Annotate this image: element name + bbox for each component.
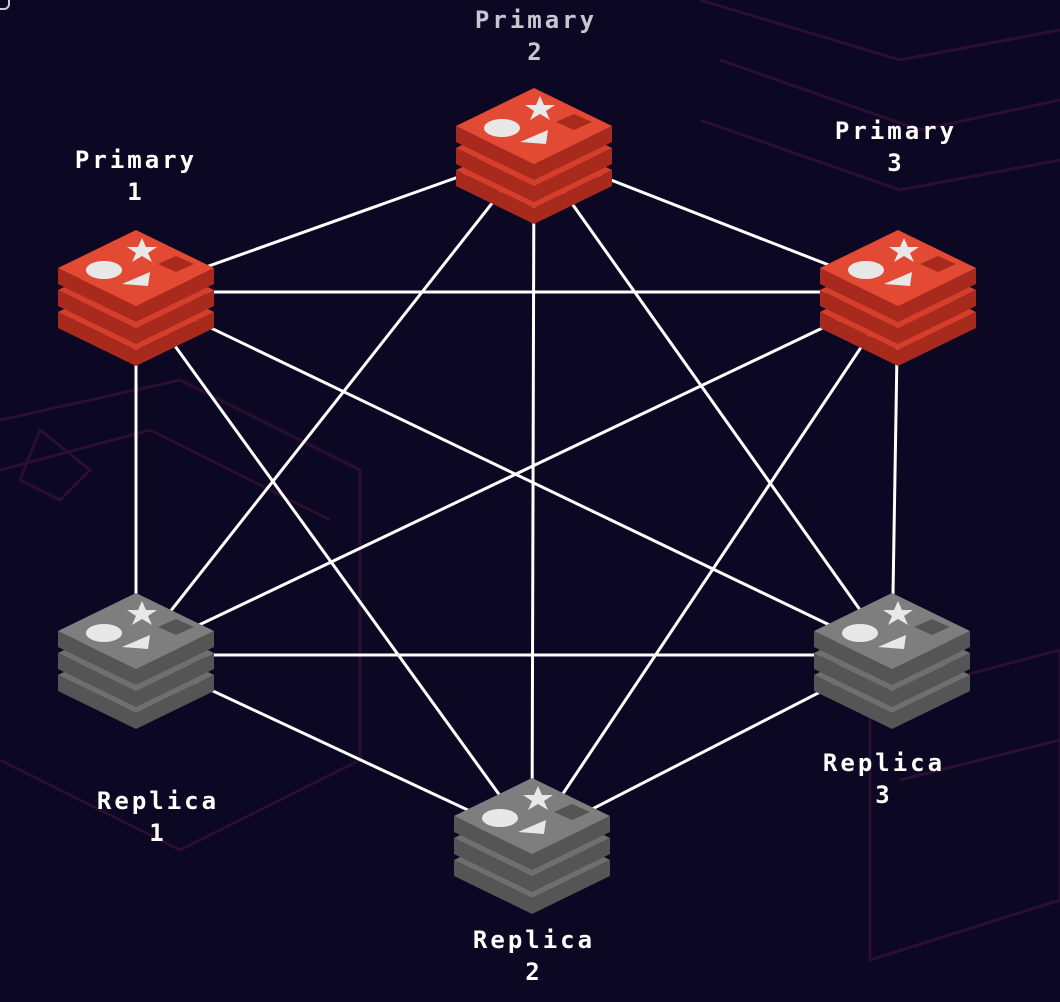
node-replica-3-database-stack-icon	[814, 593, 970, 729]
label-replica-3-name: Replica	[822, 749, 946, 777]
label-primary-3: Primary 3	[835, 115, 957, 179]
node-primary-1-database-stack-icon	[58, 230, 214, 366]
label-primary-2: Primary 2	[475, 4, 597, 68]
node-replica-1-database-stack-icon	[58, 593, 214, 729]
node-replica-2-database-stack-icon	[454, 778, 610, 914]
label-primary-2-name: Primary	[474, 6, 598, 34]
label-primary-2-number: 2	[527, 38, 545, 66]
cluster-links	[134, 148, 900, 842]
link-primary-3-replica-1	[135, 290, 899, 657]
label-primary-1-name: Primary	[74, 146, 198, 174]
cluster-nodes	[58, 88, 976, 914]
label-primary-3-name: Primary	[834, 117, 958, 145]
label-primary-1-number: 1	[127, 178, 145, 206]
label-replica-3: Replica 3	[823, 747, 945, 811]
window-corner-mark	[0, 0, 10, 10]
node-primary-3-database-stack-icon	[820, 230, 976, 366]
label-replica-1: Replica 1	[97, 785, 219, 849]
link-primary-2-replica-1	[134, 149, 536, 656]
label-replica-1-number: 1	[149, 819, 167, 847]
label-replica-3-number: 3	[875, 781, 893, 809]
label-replica-2: Replica 2	[473, 924, 595, 988]
link-primary-2-replica-2	[530, 149, 536, 841]
label-replica-2-name: Replica	[472, 926, 596, 954]
label-replica-2-number: 2	[525, 958, 543, 986]
node-primary-2-database-stack-icon	[456, 88, 612, 224]
link-primary-2-replica-3	[532, 149, 894, 656]
label-primary-3-number: 3	[887, 149, 905, 177]
link-primary-1-replica-2	[134, 291, 534, 841]
label-primary-1: Primary 1	[75, 144, 197, 208]
label-replica-1-name: Replica	[96, 787, 220, 815]
link-primary-3-replica-2	[530, 291, 900, 841]
